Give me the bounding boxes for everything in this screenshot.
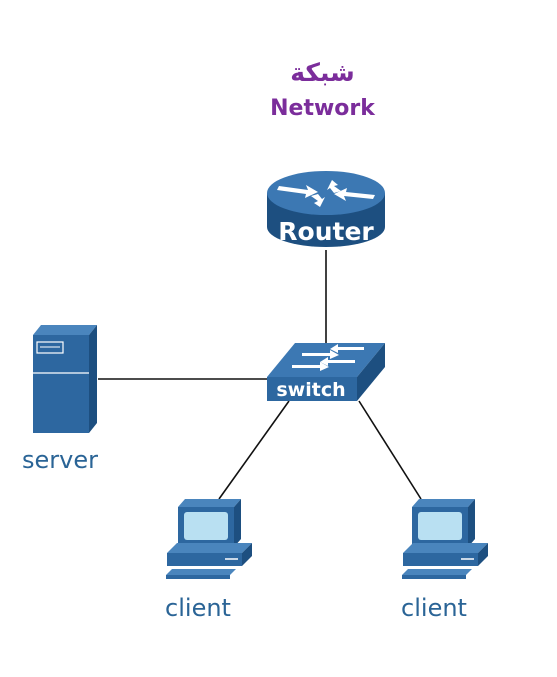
connection-switch-client-left bbox=[218, 400, 290, 500]
client-right-label: client bbox=[401, 594, 467, 622]
diagram-title-english: Network bbox=[270, 96, 375, 121]
client-right-screen bbox=[418, 512, 462, 540]
router-icon: Router bbox=[267, 171, 385, 247]
server-icon bbox=[33, 325, 97, 433]
client-right-computer-icon bbox=[402, 499, 488, 579]
connection-switch-client-right bbox=[358, 400, 422, 500]
client-left-label: client bbox=[165, 594, 231, 622]
client-left-screen bbox=[184, 512, 228, 540]
switch-label: switch bbox=[276, 379, 345, 401]
connections bbox=[98, 250, 422, 500]
router-label: Router bbox=[278, 217, 374, 246]
switch-icon: switch bbox=[267, 343, 385, 401]
client-left-computer-icon bbox=[166, 499, 252, 579]
server-label: server bbox=[22, 446, 98, 474]
diagram-title-arabic: شبكة bbox=[290, 58, 355, 87]
